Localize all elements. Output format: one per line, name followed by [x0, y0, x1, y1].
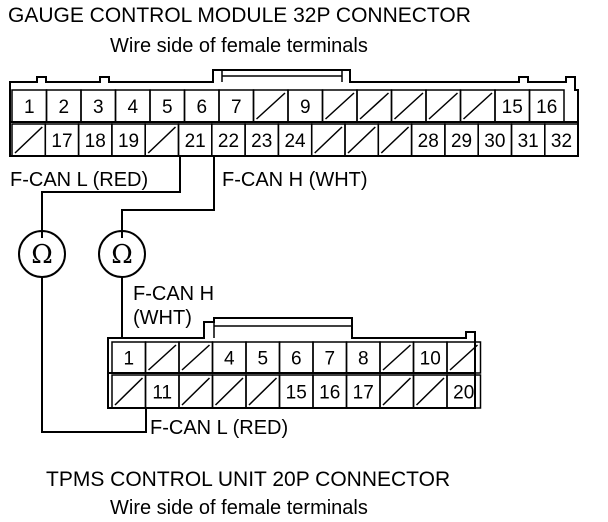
gauge-row1-pin-4: 4 [127, 97, 138, 118]
gauge-row2-pin-31: 31 [518, 131, 539, 152]
gauge-row2-pin-21: 21 [185, 131, 206, 152]
tpms-row1-pin-6: 6 [291, 349, 302, 370]
gauge-row1-pin-3: 3 [93, 97, 104, 118]
gauge-row2-empty-slash [347, 126, 376, 154]
gauge-row2-pin-30: 30 [484, 131, 505, 152]
gauge-row2-cell [544, 123, 579, 157]
tpms-row1-cells: 1 4 5 6 7 8 10 [111, 341, 482, 374]
gauge-row1-pin-16: 16 [536, 97, 557, 118]
gauge-row2-pin-18: 18 [85, 131, 106, 152]
gauge-row1-pin-5: 5 [162, 97, 173, 118]
ohm-symbol-right: Ω [111, 240, 133, 270]
gauge-row2-pin-22: 22 [218, 131, 239, 152]
tpms-row2-pin-11: 11 [152, 383, 172, 404]
gauge-row1-cells: 1 2 3 4 5 6 7 9 15 16 [11, 89, 565, 123]
gauge-row1-empty-slash [359, 92, 390, 120]
gauge-row1-empty-slash [393, 92, 424, 120]
tpms-row1-empty-slash [181, 344, 211, 371]
gauge-can-l-wire [41, 156, 181, 238]
gauge-can-l-label: F-CAN L (RED) [10, 169, 148, 191]
tpms-can-l-wire [41, 277, 147, 433]
tpms-row1-pin-1: 1 [123, 349, 134, 370]
gauge-row1-pin-15: 15 [502, 97, 523, 118]
gauge-row1-pin-6: 6 [196, 97, 207, 118]
tpms-row1-pin-4: 4 [224, 349, 235, 370]
tpms-can-h-label-line2: (WHT) [133, 307, 192, 329]
gauge-row2-empty-slash [14, 126, 43, 154]
gauge-row1-pin-7: 7 [231, 97, 242, 118]
gauge-row2-pin-19: 19 [118, 131, 139, 152]
tpms-row1-pin-7: 7 [324, 349, 335, 370]
tpms-row2-pin-15: 15 [286, 383, 307, 404]
tpms-connector-title: TPMS CONTROL UNIT 20P CONNECTOR [46, 468, 450, 491]
tpms-row2-pin-17: 17 [353, 383, 374, 404]
tpms-row2-empty-slash [382, 377, 412, 406]
tpms-row2-cells: 11 15 16 17 20 [111, 374, 482, 409]
gauge-row1-empty-slash [462, 92, 493, 120]
gauge-row1-empty-slash [428, 92, 459, 120]
gauge-row1-empty-slash [324, 92, 355, 120]
gauge-row1-pin-2: 2 [58, 97, 69, 118]
tpms-row2-empty-slash [181, 377, 211, 406]
gauge-row2-pin-28: 28 [418, 131, 439, 152]
gauge-row2-cells: 17 18 19 21 22 23 24 28 29 30 31 32 [11, 123, 579, 157]
tpms-can-l-label: F-CAN L (RED) [150, 417, 288, 439]
gauge-can-h-label: F-CAN H (WHT) [222, 169, 368, 191]
gauge-row2-pin-17: 17 [51, 131, 72, 152]
tpms-row1-empty-slash [382, 344, 412, 371]
gauge-row2-pin-32: 32 [551, 131, 572, 152]
tpms-row1-pin-8: 8 [358, 349, 369, 370]
tpms-row2-pin-20: 20 [453, 383, 474, 404]
gauge-row1-pin-1: 1 [24, 97, 35, 118]
gauge-connector-title: GAUGE CONTROL MODULE 32P CONNECTOR [8, 4, 471, 27]
gauge-row1-cell [528, 89, 565, 123]
gauge-connector-subtitle: Wire side of female terminals [110, 35, 368, 57]
tpms-row2-empty-slash [114, 377, 144, 406]
gauge-row2-pin-24: 24 [284, 131, 306, 152]
tpms-row2-cell [446, 374, 482, 409]
tpms-row2-empty-slash [415, 377, 445, 406]
tpms-row2-pin-16: 16 [319, 383, 340, 404]
gauge-row1-pin-9: 9 [300, 97, 311, 118]
tpms-can-h-label-line1: F-CAN H [133, 283, 214, 305]
tpms-row1-pin-10: 10 [420, 349, 441, 370]
tpms-row1-empty-slash [147, 344, 177, 371]
gauge-row2-pin-29: 29 [451, 131, 472, 152]
gauge-row2-empty-slash [314, 126, 343, 154]
gauge-row2-pin-23: 23 [251, 131, 272, 152]
tpms-row2-empty-slash [248, 377, 278, 406]
gauge-row2-empty-slash [380, 126, 410, 154]
tpms-row1-cell [446, 341, 482, 374]
gauge-row2-empty-slash [147, 126, 177, 154]
tpms-row1-pin-5: 5 [257, 349, 268, 370]
gauge-row1-empty-slash [255, 92, 286, 120]
tpms-row2-empty-slash [214, 377, 244, 406]
ohm-symbol-left: Ω [31, 240, 53, 270]
tpms-connector-subtitle: Wire side of female terminals [110, 497, 368, 519]
gauge-can-h-wire [121, 156, 215, 238]
tpms-row1-empty-slash [449, 344, 479, 371]
